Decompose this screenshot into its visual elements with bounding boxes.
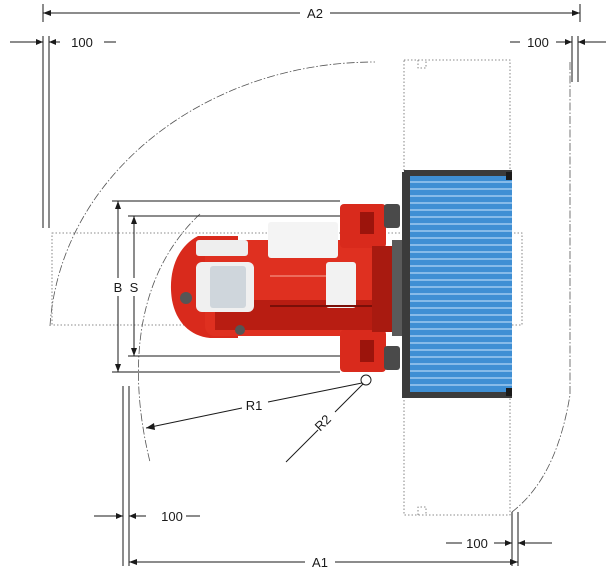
- container-path-notch: [417, 60, 427, 515]
- dimension-a2: A2: [42, 4, 581, 22]
- windscreen: [210, 266, 246, 308]
- front-wheel-bottom: [384, 346, 400, 370]
- pivot-point: [360, 374, 372, 386]
- label-clearance-bottom-right: 100: [466, 536, 488, 551]
- dimension-clearance-top-right: 100: [510, 35, 606, 82]
- turning-envelope-arc: [49, 61, 376, 327]
- dimension-clearance-top-left: 100: [10, 35, 116, 228]
- forklift-vehicle: [170, 204, 404, 372]
- label-a2: A2: [307, 6, 323, 21]
- container: [402, 170, 512, 398]
- turning-envelope-right: [511, 62, 571, 513]
- container-body: [410, 176, 512, 392]
- spreader-frame: [402, 172, 410, 398]
- spreader-top-bar: [404, 170, 512, 176]
- dimension-a1: A1: [129, 555, 518, 570]
- label-r1: R1: [246, 398, 263, 413]
- dimension-clearance-bottom-left: 100: [94, 386, 200, 566]
- label-clearance-top-right: 100: [527, 35, 549, 50]
- inner-turning-arc: [138, 213, 201, 463]
- label-b: B: [114, 280, 123, 295]
- label-clearance-bottom-left: 100: [161, 509, 183, 524]
- front-wheel-top: [384, 204, 400, 228]
- dimension-s: S: [128, 215, 340, 357]
- spreader-bottom-bar: [404, 392, 512, 398]
- dimension-clearance-bottom-right: 100: [446, 512, 552, 566]
- turning-radii: R1 R2: [145, 374, 372, 463]
- label-s: S: [130, 280, 139, 295]
- rear-wheel-right: [235, 325, 245, 335]
- container-ribs: [410, 181, 512, 386]
- engine-cover: [268, 222, 338, 258]
- dimension-b: B: [112, 200, 340, 373]
- label-r2: R2: [312, 412, 334, 434]
- label-clearance-top-left: 100: [71, 35, 93, 50]
- rear-wheel-left: [180, 292, 192, 304]
- label-a1: A1: [312, 555, 328, 570]
